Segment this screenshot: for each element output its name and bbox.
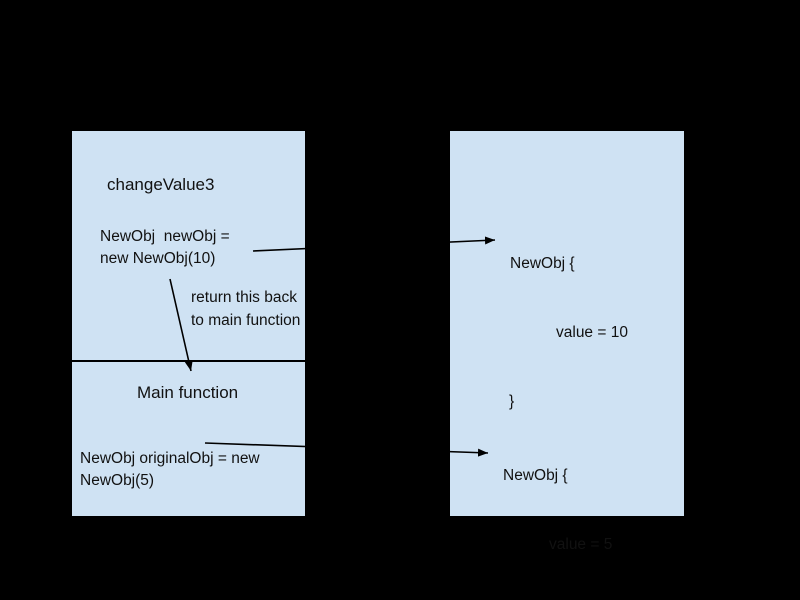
heap-object-2-value: value = 5 bbox=[549, 536, 613, 553]
heap-object-1-footer: } bbox=[509, 393, 515, 410]
heap-object-1-value: value = 10 bbox=[556, 324, 628, 341]
heap-object-value-5: NewObj { value = 5 } bbox=[503, 418, 612, 600]
frame-title-main-function: Main function bbox=[137, 383, 239, 402]
heap-object-value-10: NewObj { value = 10 } bbox=[509, 206, 628, 459]
heap-box bbox=[450, 131, 684, 516]
heap-object-2-header: NewObj { bbox=[503, 467, 568, 484]
code-originalobj-declaration: NewObj originalObj = new NewObj(5) bbox=[80, 450, 260, 489]
frame-title-changevalue3: changeValue3 bbox=[107, 175, 215, 194]
stack-frame-divider bbox=[72, 360, 305, 362]
heap-object-1-header: NewObj { bbox=[510, 255, 575, 272]
return-annotation: return this back to main function bbox=[191, 289, 301, 329]
code-newobj-declaration: NewObj newObj = new NewObj(10) bbox=[100, 228, 230, 267]
